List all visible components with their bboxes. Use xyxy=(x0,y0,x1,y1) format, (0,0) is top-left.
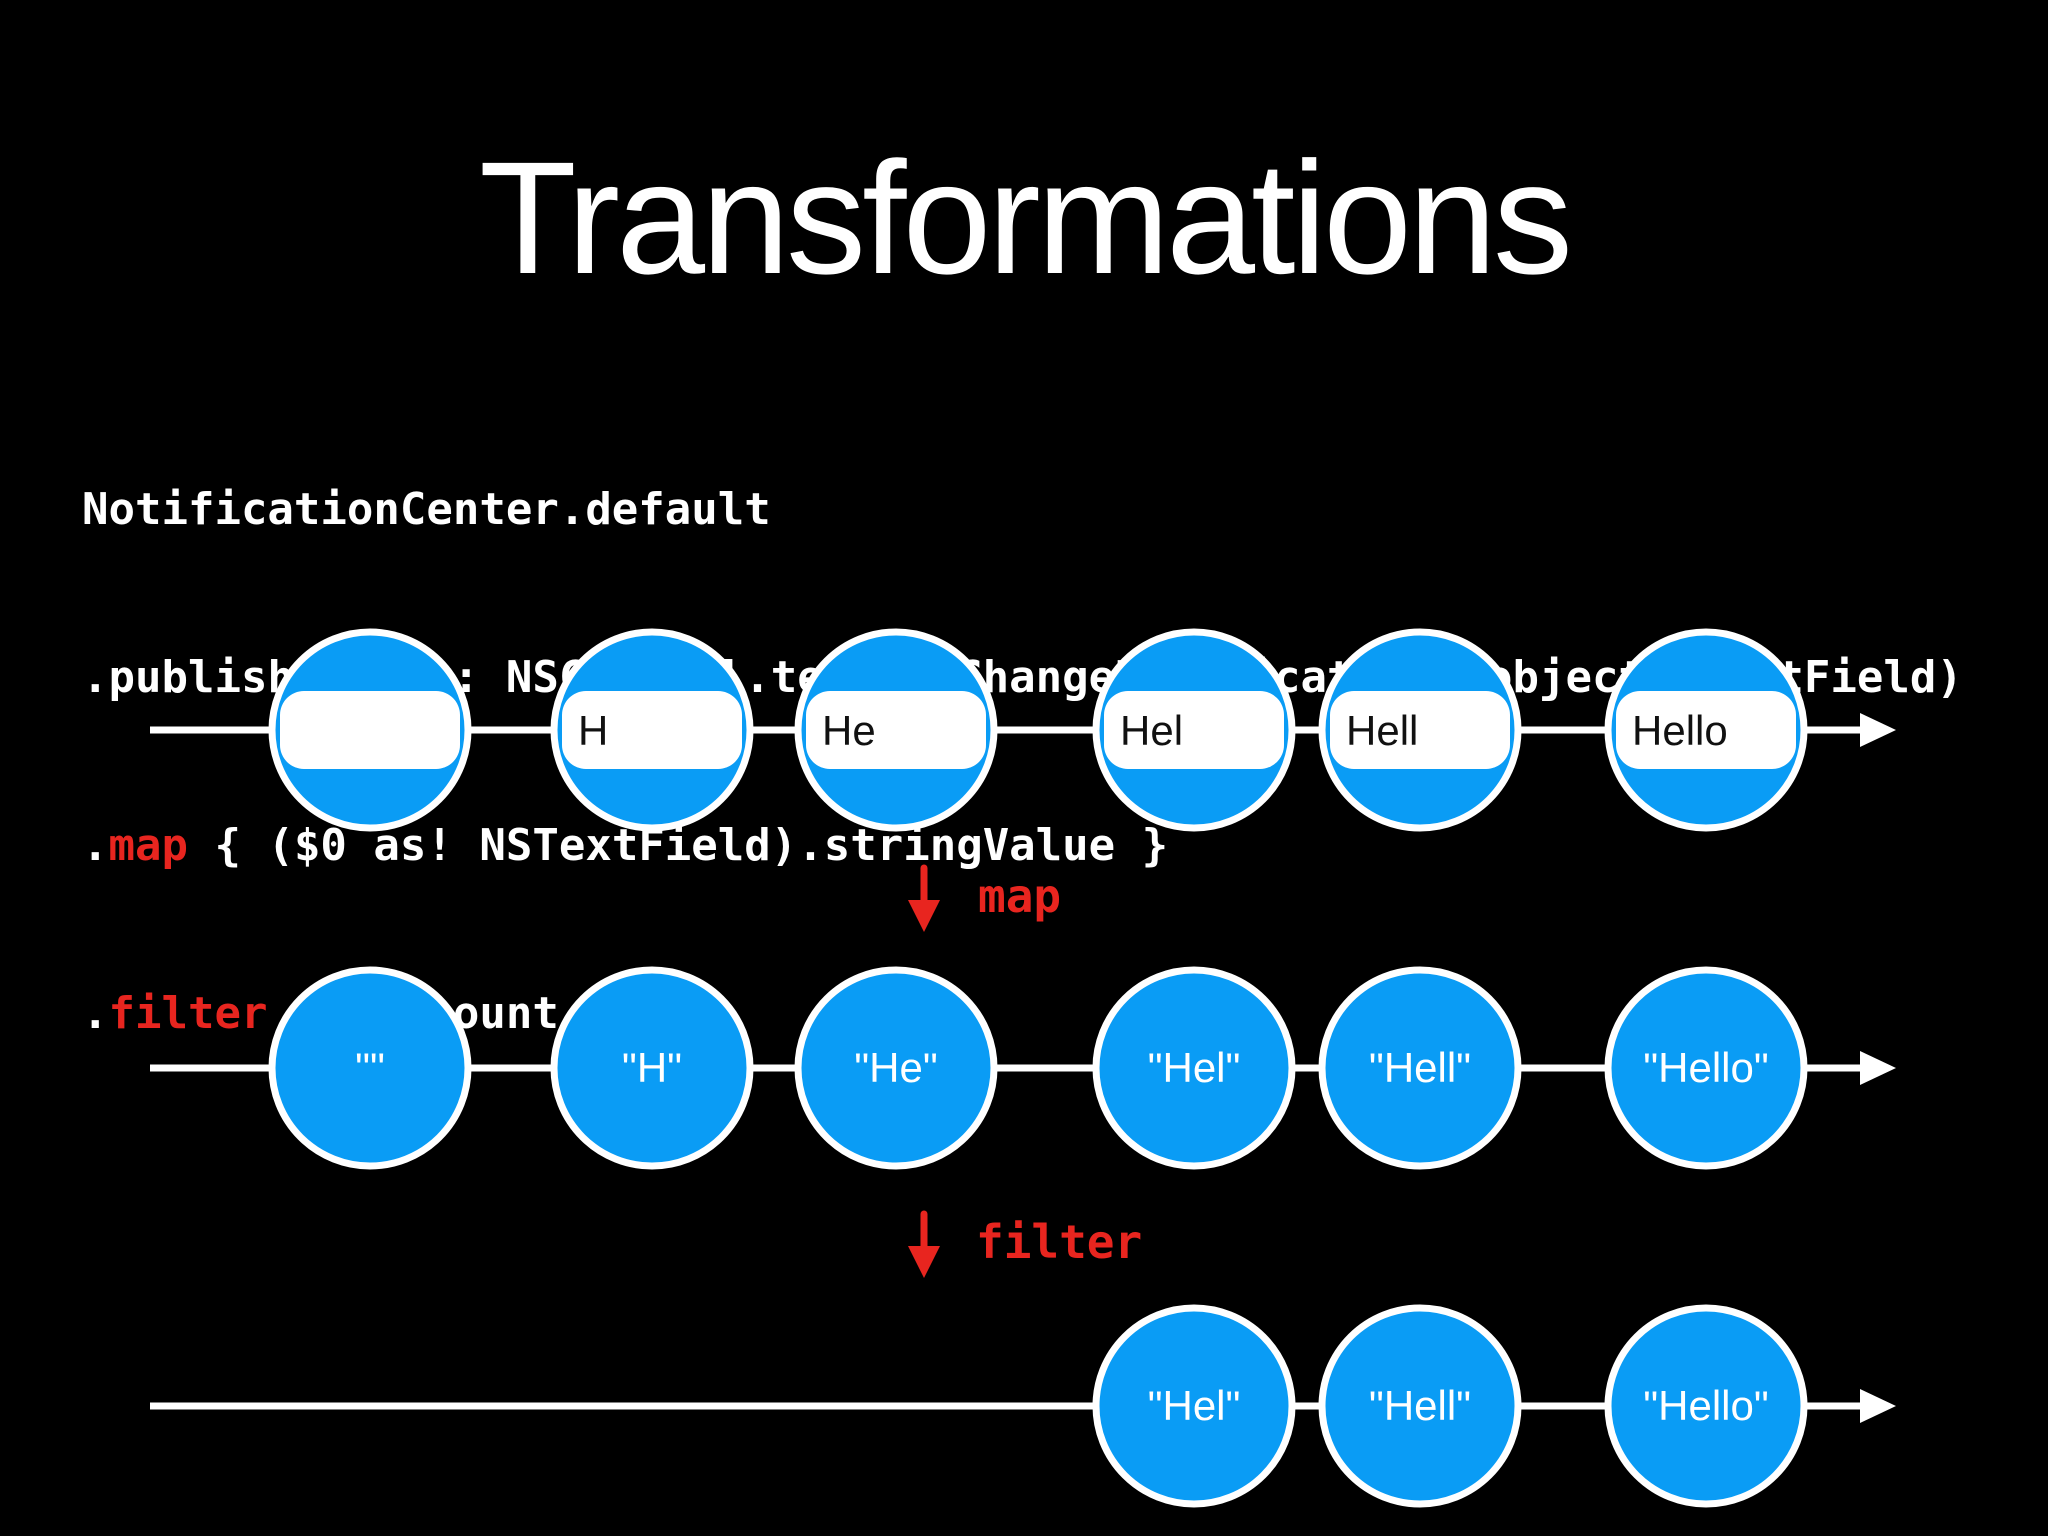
text-field-shape xyxy=(806,691,986,769)
arrow-right-icon xyxy=(1860,1389,1896,1423)
stream-row-1: H He Hel Hell Hello xyxy=(150,628,1896,832)
marble: H xyxy=(550,628,754,832)
arrow-right-icon xyxy=(1860,1051,1896,1085)
map-arrow-icon xyxy=(908,900,940,932)
text-field-value: Hell xyxy=(1346,707,1418,754)
marble: "He" xyxy=(794,966,998,1170)
marble: "Hello" xyxy=(1604,966,1808,1170)
text-field-shape xyxy=(1330,691,1510,769)
code-line-3: .map { ($0 as! NSTextField).stringValue … xyxy=(82,820,1169,871)
marble xyxy=(268,628,472,832)
marble-circle xyxy=(1604,1304,1808,1508)
map-label: map xyxy=(978,869,1061,923)
marble-value: "He" xyxy=(854,1044,938,1091)
text-field-shape xyxy=(280,691,460,769)
marble: "Hel" xyxy=(1092,966,1296,1170)
text-field-shape xyxy=(562,691,742,769)
marble-circle xyxy=(1318,966,1522,1170)
code-block: NotificationCenter.default .publisher(fo… xyxy=(82,370,1963,1154)
text-field-value: Hel xyxy=(1120,707,1183,754)
stream-row-3: "Hel" "Hell" "Hello" xyxy=(150,1304,1896,1508)
marble: He xyxy=(794,628,998,832)
marble-value: "Hel" xyxy=(1148,1044,1241,1091)
marble: "" xyxy=(268,966,472,1170)
map-operator: map xyxy=(908,864,1061,932)
text-field-shape xyxy=(1616,691,1796,769)
code-keyword-map: map xyxy=(108,820,188,871)
text-field-value: He xyxy=(822,707,876,754)
marble: "H" xyxy=(550,966,754,1170)
text-field-value: H xyxy=(578,707,608,754)
code-keyword-filter: filter xyxy=(108,988,268,1039)
marble-circle xyxy=(1318,1304,1522,1508)
marble-value: "Hello" xyxy=(1643,1044,1769,1091)
marble: "Hello" xyxy=(1604,1304,1808,1508)
marble-circle xyxy=(268,966,472,1170)
marble: "Hel" xyxy=(1092,1304,1296,1508)
marble-value: "Hell" xyxy=(1369,1382,1471,1429)
marble: Hel xyxy=(1092,628,1296,832)
arrow-right-icon xyxy=(1860,713,1896,747)
text-field-shape xyxy=(1104,691,1284,769)
marble: Hello xyxy=(1604,628,1808,832)
marble-circle xyxy=(550,966,754,1170)
marble-circle xyxy=(1092,966,1296,1170)
marble: Hell xyxy=(1318,628,1522,832)
marble-circle xyxy=(1092,1304,1296,1508)
marble: "Hell" xyxy=(1318,966,1522,1170)
slide-title: Transformations xyxy=(479,128,1573,307)
marble-circle xyxy=(794,966,998,1170)
marble: "Hell" xyxy=(1318,1304,1522,1508)
filter-arrow-icon xyxy=(908,1246,940,1278)
marble-circle xyxy=(1604,966,1808,1170)
marble-value: "H" xyxy=(622,1044,682,1091)
filter-operator: filter xyxy=(908,1210,1142,1278)
filter-label: filter xyxy=(976,1215,1142,1269)
code-line-1: NotificationCenter.default xyxy=(82,484,771,535)
marble-value: "Hello" xyxy=(1643,1382,1769,1429)
marble-value: "Hell" xyxy=(1369,1044,1471,1091)
marble-value: "" xyxy=(355,1044,385,1091)
stream-row-2: "" "H" "He" "Hel" "Hell" "Hello" xyxy=(150,966,1896,1170)
streams-layer: H He Hel Hell Hello "" "H" "He" "Hel" "Hell" "Hell… xyxy=(150,628,1896,1508)
text-field-value: Hello xyxy=(1632,707,1728,754)
marble-value: "Hel" xyxy=(1148,1382,1241,1429)
